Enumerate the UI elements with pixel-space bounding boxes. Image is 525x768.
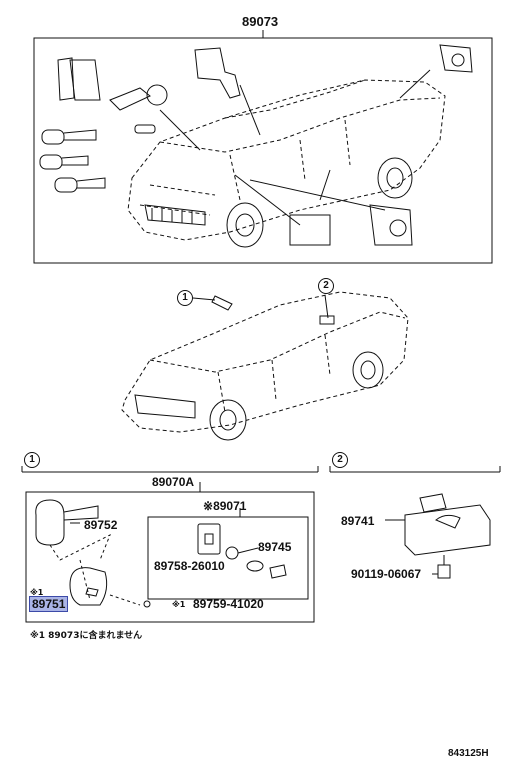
key-fob-icon xyxy=(35,499,65,546)
key-blank-icon xyxy=(69,59,101,101)
small-part-icon xyxy=(134,124,156,134)
lock-cylinder-icon xyxy=(109,87,151,111)
part-number-89751[interactable]: 89751 xyxy=(29,596,69,612)
callout-marker-1: 1 xyxy=(177,290,193,306)
clip-icon xyxy=(269,564,287,579)
key-blade-icon xyxy=(63,505,99,521)
car-illustration-middle xyxy=(121,291,409,433)
part-number-89073[interactable]: 89073 xyxy=(242,14,279,29)
ref-mark: ※ xyxy=(203,499,214,513)
car-wheels-middle xyxy=(209,351,384,441)
part-number-89745[interactable]: 89745 xyxy=(258,540,292,554)
top-frame xyxy=(33,37,493,264)
key-case-icon xyxy=(69,567,108,606)
section-marker-2: 2 xyxy=(332,452,348,468)
leader-line xyxy=(324,294,329,319)
arrow-leader xyxy=(399,69,431,99)
ref-mark-small: ※1 xyxy=(30,588,44,597)
section-marker-1: 1 xyxy=(24,452,40,468)
part-number-89741[interactable]: 89741 xyxy=(341,514,375,528)
door-lock-icon xyxy=(194,47,241,99)
subgroup-frame xyxy=(147,516,309,600)
car-grille-top xyxy=(144,204,206,226)
footnote: ※1 89073に含まれません xyxy=(30,631,143,641)
part-number-89759-41020[interactable]: 89759-41020 xyxy=(193,597,264,611)
part-number-89758-26010[interactable]: 89758-26010 xyxy=(154,559,225,573)
part-number-89752[interactable]: 89752 xyxy=(84,518,118,532)
bolt-icon xyxy=(437,564,451,579)
group-frame xyxy=(25,491,315,623)
part-number-89071[interactable]: 89071 xyxy=(213,499,247,513)
part-number-89070a[interactable]: 89070A xyxy=(152,475,195,489)
callout-marker-2: 2 xyxy=(318,278,334,294)
ignition-switch-icon xyxy=(289,214,331,246)
car-grille-middle xyxy=(134,394,196,419)
o-ring-icon xyxy=(225,546,239,560)
dashed-leader xyxy=(49,533,111,601)
ref-mark-screw: ※1 xyxy=(172,600,186,609)
trunk-lock-icon xyxy=(439,44,473,73)
ecu-part-icon xyxy=(319,315,335,325)
arrow-leader xyxy=(239,84,261,136)
car-illustration-top xyxy=(127,79,446,241)
leader-line xyxy=(192,297,216,301)
transponder-part-icon xyxy=(211,295,233,311)
leader-line xyxy=(237,547,259,554)
grille-bars xyxy=(151,208,193,224)
arrow-leader xyxy=(249,179,386,211)
immobilizer-ecu-icon xyxy=(404,504,491,556)
part-number-90119-06067[interactable]: 90119-06067 xyxy=(351,567,422,581)
key-icon xyxy=(39,129,106,193)
part-number-89071-row: ※89071 xyxy=(203,500,246,512)
door-lock-cylinder-icon xyxy=(369,204,413,246)
arrow-leader xyxy=(319,169,331,201)
arrow-leader xyxy=(234,174,301,226)
diagram-code: 843125H xyxy=(448,748,489,759)
arrow-leader xyxy=(159,109,201,151)
spacer-icon xyxy=(246,560,264,572)
screw-icon xyxy=(143,600,151,608)
transponder-icon xyxy=(197,523,221,555)
car-wheels-top xyxy=(226,157,413,248)
dashed-leader xyxy=(109,594,141,606)
